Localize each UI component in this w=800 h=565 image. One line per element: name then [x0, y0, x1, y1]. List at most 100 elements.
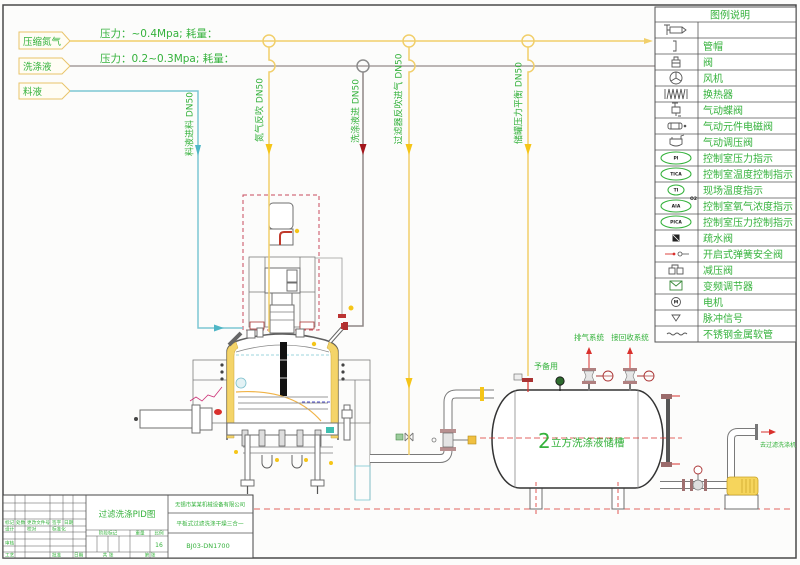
icon-stroke: [683, 124, 687, 128]
cylinder-indicator: [214, 409, 222, 415]
pump-body: [726, 476, 759, 496]
legend-label: 气动蝶阀: [703, 104, 743, 117]
vent-valve-1-label: 排气系统: [574, 332, 604, 342]
icon-stroke: [671, 59, 681, 68]
weight-label: 重量: [135, 530, 145, 537]
dome-nozzle: [295, 328, 305, 338]
level-gauge-cap-top: [661, 394, 672, 399]
sign-label-review: 审核: [5, 540, 15, 547]
vent-valve-1: [582, 347, 614, 391]
frequency-converter-icon: [669, 280, 683, 291]
legend-label: 控制室氧气浓度指示: [703, 200, 793, 213]
leg-foot-left: [240, 479, 255, 487]
branch-flow-arrow: [405, 144, 413, 155]
washing-header-spec: 压力：0.2~0.3Mpa; 耗量：: [100, 52, 234, 65]
utility-tag-washing-liquid: 洗涤液: [18, 57, 71, 75]
vessel-leg-right: [314, 434, 321, 483]
tag-label: 压缩氮气: [23, 36, 62, 48]
drawing-number: BJ03-DN1700: [186, 542, 229, 550]
icon-stroke: [672, 56, 680, 64]
suction-valve-handwheel: [693, 465, 703, 475]
instrument-bubble-icon: [660, 199, 692, 213]
stage-grid: [86, 529, 168, 558]
instrument-bubble-icon: [660, 215, 692, 229]
valve-flange-top: [440, 429, 456, 433]
transfer-pipe: [370, 387, 494, 463]
drain-trap: [261, 455, 273, 469]
discharge-nozzle: [258, 429, 266, 447]
valve-body: [442, 432, 454, 448]
icon-stroke: [669, 26, 683, 34]
valve-flange: [582, 368, 596, 371]
tank-pressure-balance-branch: [527, 47, 535, 376]
valve-flange: [623, 381, 637, 384]
pipe-connector-icon: [664, 24, 687, 35]
icon-stroke: [669, 280, 683, 287]
valve-position-indicator: [431, 437, 437, 443]
tag-outline: [18, 82, 71, 100]
icon-stroke: [664, 24, 670, 35]
heating-jacket-right: [326, 341, 339, 439]
level-gauge-cap-bottom: [661, 462, 672, 467]
agitator-shaft: [280, 342, 287, 396]
field-instrument-icon: [667, 184, 685, 196]
branch-label-feed: 料液进料 DN50: [184, 92, 196, 156]
hydraulic-cylinder: [134, 404, 222, 434]
legend-label: 不锈钢金属软管: [703, 328, 773, 341]
pump-outlet-label: 去过滤洗涤机: [760, 441, 796, 449]
washing-inlet-branch: [347, 72, 364, 327]
discharge-chute: [354, 465, 371, 501]
valve-flange: [623, 368, 637, 371]
discharge-valve-teal: [326, 427, 334, 433]
legend-label: 气动调压阀: [703, 136, 753, 149]
legend-label: 阀: [703, 56, 713, 69]
gearbox-terminal-box: [286, 269, 298, 283]
icon-stroke: [667, 122, 683, 130]
branch-flow-arrow: [359, 144, 367, 155]
revision-header-count: 处数: [16, 519, 26, 526]
filter-backblow-branch: [408, 47, 416, 455]
dome-angled-nozzle-left: [227, 331, 243, 347]
drain-tag-marker: [329, 461, 333, 465]
flange-bolt: [341, 370, 345, 374]
stage-mark-label: 阶段标记: [99, 530, 118, 537]
junction-nitrogen-1: [262, 34, 276, 48]
icon-stroke: [669, 280, 683, 291]
revision-header-doc: 更改文件号: [27, 519, 50, 526]
icon-stroke: [672, 252, 676, 256]
drive-motor: [268, 202, 294, 230]
steam-trap-icon: [672, 234, 680, 242]
branch-flow-arrow: [405, 378, 413, 389]
valve-icon: [671, 56, 681, 68]
leg-foot-right: [310, 479, 325, 487]
pipe-bore: [370, 390, 494, 462]
flange-bolt: [220, 363, 224, 367]
instrument-bubble-icon-pi: PI: [660, 151, 692, 165]
revision-header-sign: 签字: [52, 519, 62, 526]
drawing-title: 过滤洗涤PID图: [99, 509, 156, 520]
sign-label-process: 工艺: [5, 553, 15, 559]
hydraulic-hose: [189, 386, 223, 402]
revision-grid: [3, 495, 86, 558]
instrument-tag: PI: [674, 156, 679, 162]
instrument-bubble-icon-aia: AIA O2: [660, 196, 697, 213]
pipe-flange: [682, 479, 685, 491]
washing-liquid-storage-tank: 2 立方洗涤液储槽 予备用 排气系统: [480, 332, 682, 514]
cylinder-flange: [191, 404, 201, 434]
support-foot-right: [299, 321, 315, 330]
tank-body: [491, 389, 664, 489]
spring-safety-valve-icon: [665, 251, 689, 257]
vessel-tag-marker: [311, 341, 317, 347]
spare-nozzle-gauge: [513, 373, 523, 381]
flange-bolt: [220, 377, 224, 381]
heating-coil: [238, 396, 328, 410]
legend-label: 现场温度指示: [703, 184, 763, 197]
drain-tag-marker: [234, 450, 238, 454]
instrument-tag: PICA: [670, 220, 682, 226]
sheet-number: 第 张: [145, 552, 156, 559]
feed-flow-arrow-right: [214, 324, 224, 332]
pressure-reducing-valve-icon: [668, 264, 684, 275]
metal-hose-icon: [666, 332, 688, 336]
